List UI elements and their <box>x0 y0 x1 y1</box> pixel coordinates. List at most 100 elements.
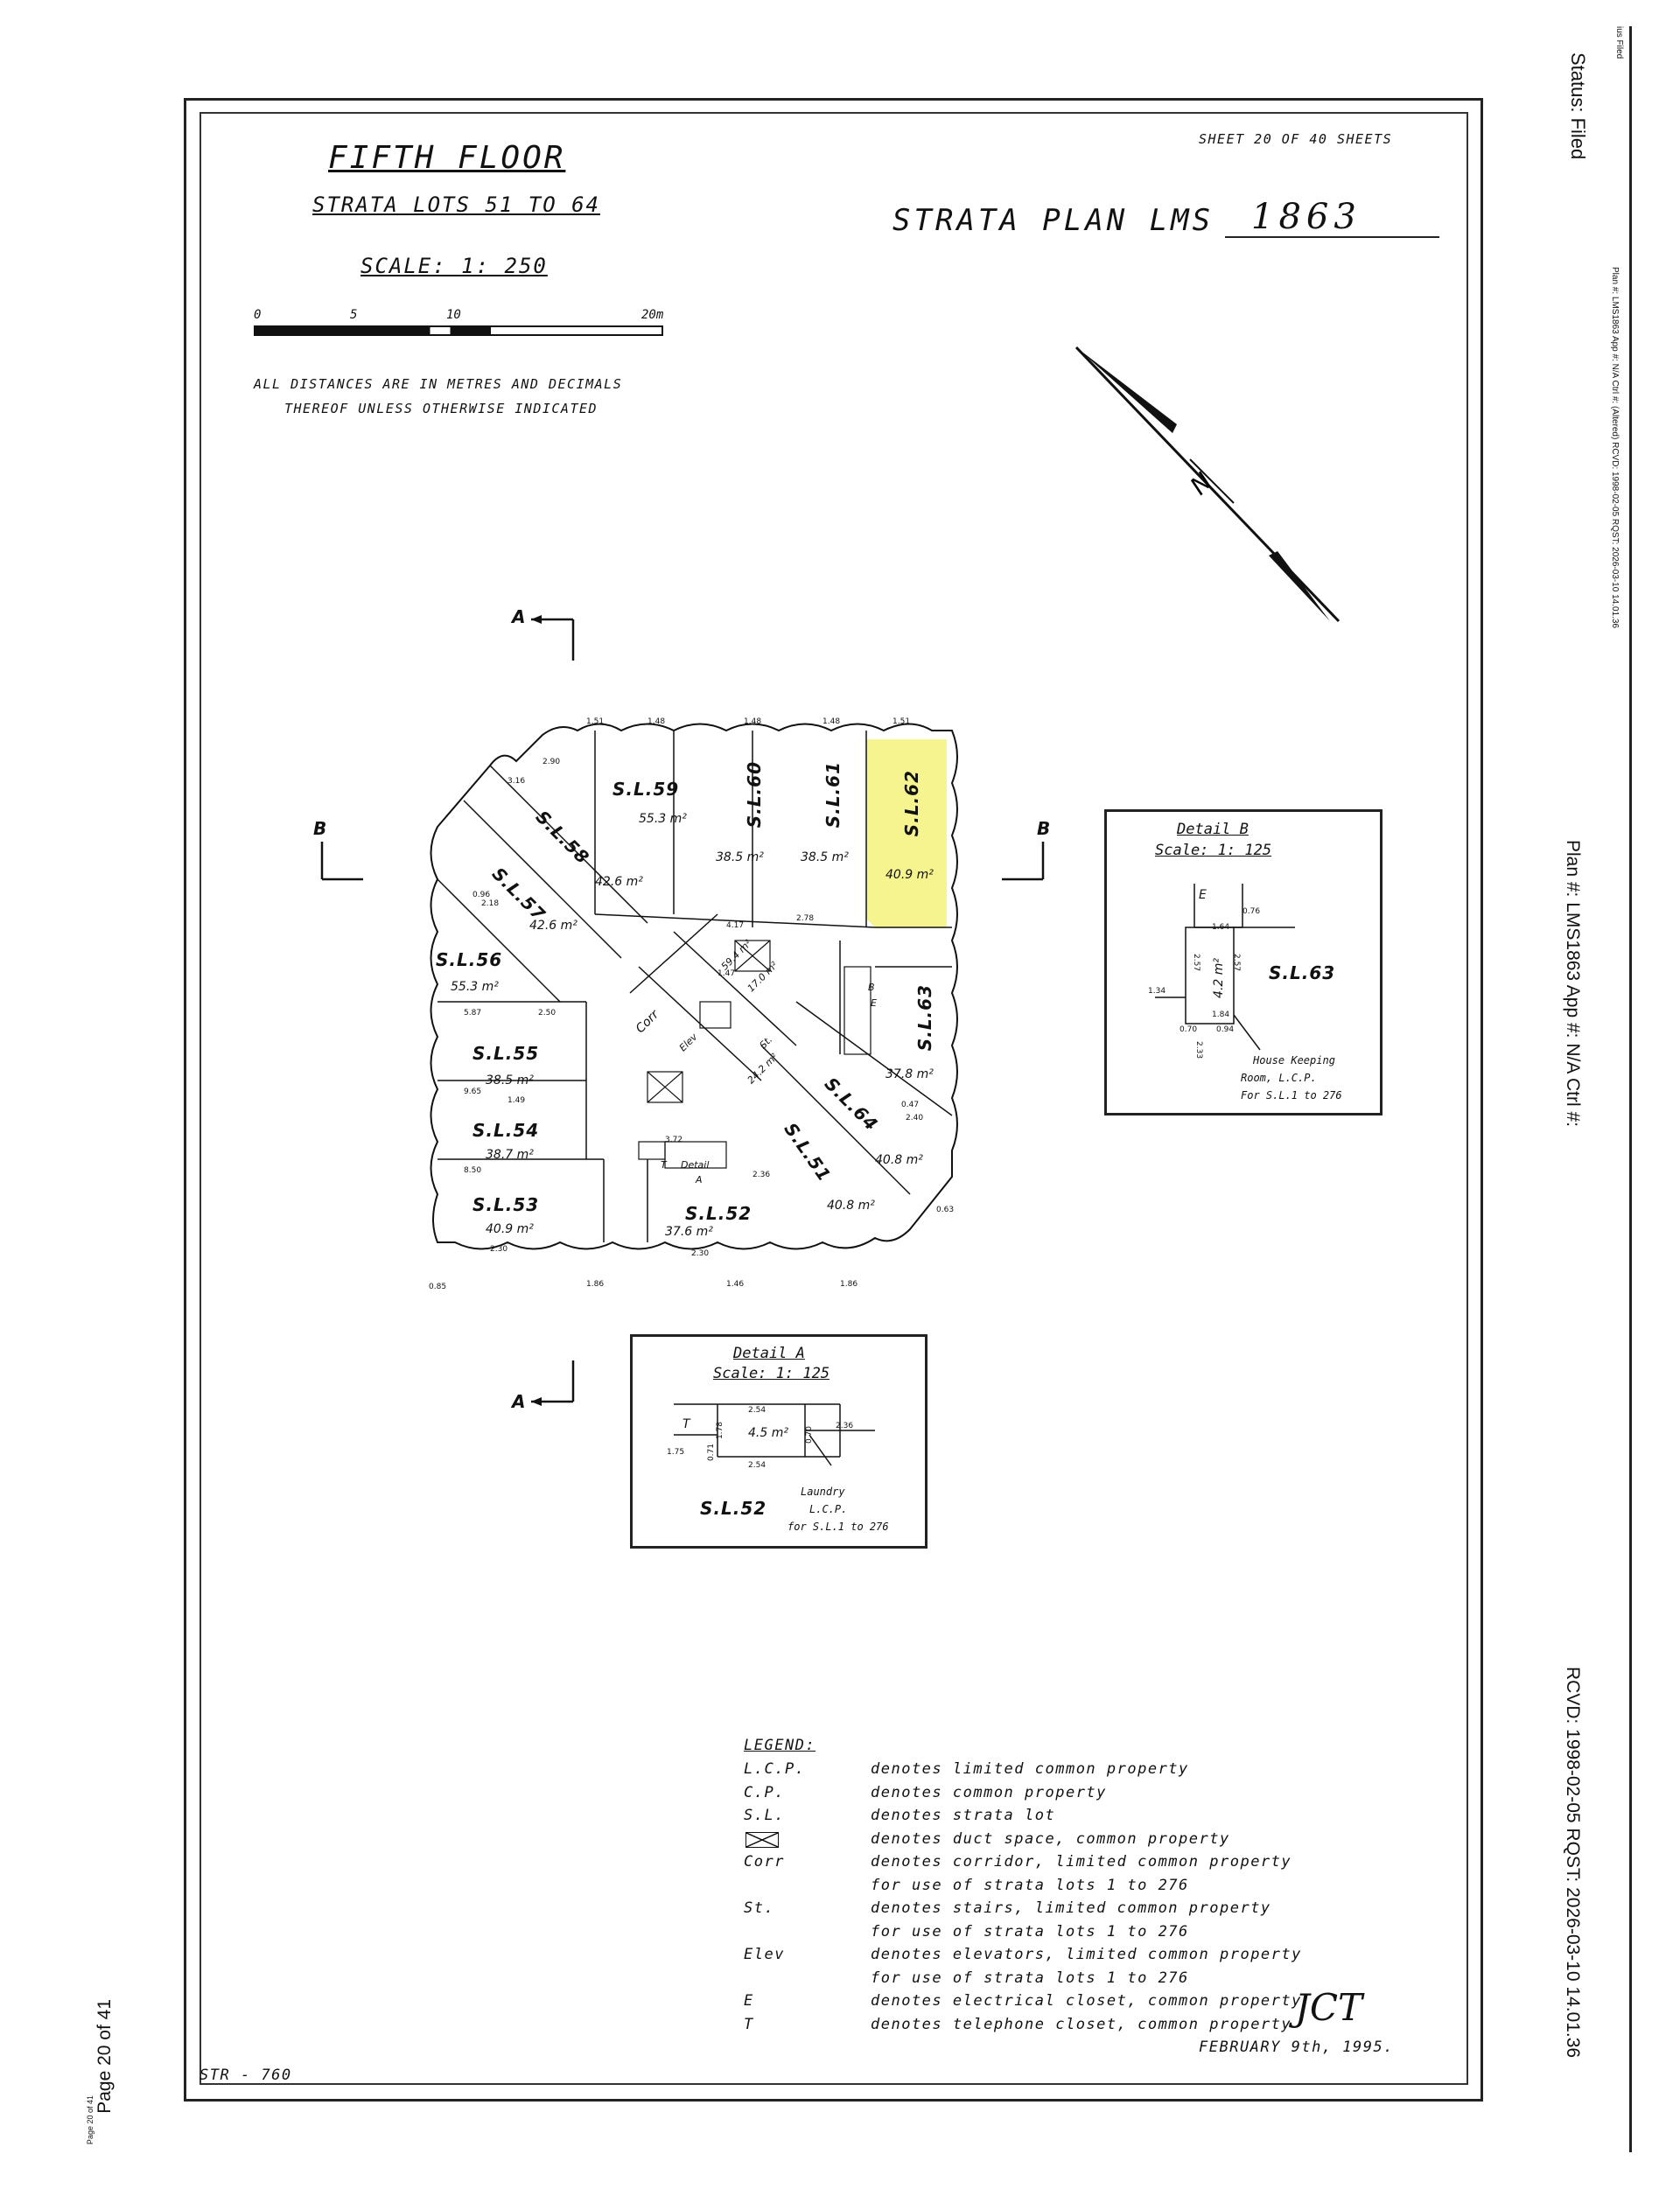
detail-b-note2: Room, L.C.P. <box>1241 1072 1317 1084</box>
lot-area-59: 55.3 m² <box>639 812 687 826</box>
right-rule <box>1629 26 1632 2152</box>
lot-label-62: S.L.62 <box>901 770 922 837</box>
svg-text:1.51: 1.51 <box>586 717 604 726</box>
legend-text: denotes limited common property <box>871 1760 1189 1778</box>
svg-text:0.85: 0.85 <box>429 1283 446 1290</box>
lot-area-64: 40.8 m² <box>875 1153 923 1167</box>
svg-text:3.72: 3.72 <box>665 1136 682 1144</box>
page-number-small: Page 20 of 41 <box>86 2095 94 2145</box>
detail-b-e: E <box>1199 888 1207 902</box>
lot-area-58: 42.6 m² <box>595 875 643 889</box>
detail-a-d3: 1.78 <box>716 1422 724 1440</box>
sl62-highlight <box>866 739 947 927</box>
legend-text: denotes telephone closet, common propert… <box>871 2015 1292 2033</box>
scale-tick-20: 20m <box>641 308 664 322</box>
legend-code: St. <box>744 1899 775 1917</box>
svg-text:N: N <box>1185 467 1218 500</box>
detail-a-title: Detail A <box>733 1345 805 1362</box>
detail-a-note1: Laundry <box>801 1486 845 1498</box>
svg-text:2.90: 2.90 <box>542 758 560 766</box>
svg-text:4.17: 4.17 <box>726 921 744 930</box>
legend-text: for use of strata lots 1 to 276 <box>871 1922 1189 1941</box>
svg-text:1.86: 1.86 <box>586 1280 604 1289</box>
legend-text: denotes electrical closet, common proper… <box>871 1992 1302 2010</box>
section-b-right-label: B <box>1037 818 1052 839</box>
svg-text:1.49: 1.49 <box>508 1096 525 1105</box>
detail-b-lot: S.L.63 <box>1269 962 1336 983</box>
detail-b-d4: 2.57 <box>1192 954 1200 972</box>
detail-b-note1: House Keeping <box>1253 1054 1335 1067</box>
detail-a-area: 4.5 m² <box>748 1426 788 1440</box>
detail-a-box <box>630 1334 928 1549</box>
legend-code: T <box>744 2015 754 2033</box>
detail-b-d2: 1.64 <box>1212 923 1230 932</box>
lot-area-63: 37.8 m² <box>886 1067 934 1081</box>
svg-text:1.46: 1.46 <box>726 1280 744 1289</box>
svg-text:0.63: 0.63 <box>936 1206 954 1214</box>
legend-text: denotes elevators, limited common proper… <box>871 1946 1302 1963</box>
detail-b-d1: 0.76 <box>1242 907 1261 916</box>
svg-text:2.50: 2.50 <box>538 1009 556 1018</box>
legend-heading: LEGEND: <box>744 1737 816 1754</box>
section-b-right-arrow-icon <box>1002 842 1045 881</box>
detail-b-d5: 2.57 <box>1232 954 1241 972</box>
distance-note-1: ALL DISTANCES ARE IN METRES AND DECIMALS <box>254 376 623 392</box>
page-number: Page 20 of 41 <box>94 1999 115 2114</box>
svg-text:2.36: 2.36 <box>752 1171 770 1179</box>
detail-b-box <box>1104 809 1382 1115</box>
detail-a-note2: L.C.P. <box>809 1503 848 1515</box>
e-closet-label: E <box>871 997 877 1009</box>
rcvd-info: RCVD: 1998-02-05 RQST: 2026-03-10 14.01.… <box>1563 1667 1583 2059</box>
lot-label-53: S.L.53 <box>472 1194 540 1215</box>
plan-number-handwritten: 1863 <box>1251 197 1362 237</box>
section-a-bottom-arrow-icon <box>531 1360 575 1406</box>
detail-ref-a: A <box>696 1174 703 1185</box>
lot-area-51: 40.8 m² <box>827 1199 875 1213</box>
lot-area-60: 38.5 m² <box>716 850 764 864</box>
legend-text: denotes strata lot <box>871 1807 1056 1824</box>
svg-text:1.47: 1.47 <box>718 969 735 978</box>
section-b-left-arrow-icon <box>320 842 363 881</box>
lot-area-52: 37.6 m² <box>665 1225 713 1239</box>
legend-code: L.C.P. <box>744 1760 806 1778</box>
svg-text:2.30: 2.30 <box>691 1249 709 1258</box>
legend-text: denotes duct space, common property <box>871 1829 1230 1848</box>
lot-area-56: 55.3 m² <box>451 980 499 994</box>
plan-frame-inner <box>200 112 1468 2085</box>
scale-bar <box>254 325 663 336</box>
lot-label-52: S.L.52 <box>685 1203 752 1224</box>
lot-label-56: S.L.56 <box>436 949 503 970</box>
detail-ref-label: Detail <box>681 1159 710 1171</box>
lot-label-61: S.L.61 <box>822 761 844 829</box>
scale-tick-5: 5 <box>350 308 358 322</box>
svg-text:2.78: 2.78 <box>796 914 814 923</box>
svg-text:2.18: 2.18 <box>481 899 499 908</box>
lot-area-53: 40.9 m² <box>486 1222 534 1236</box>
lot-area-55: 38.5 m² <box>486 1074 534 1088</box>
detail-a-d2: 2.54 <box>748 1461 766 1470</box>
legend-text: denotes common property <box>871 1783 1107 1801</box>
detail-b-area: 4.2 m² <box>1212 958 1226 998</box>
svg-text:1.48: 1.48 <box>744 717 761 726</box>
lot-area-61: 38.5 m² <box>801 850 849 864</box>
detail-a-lot: S.L.52 <box>700 1498 767 1519</box>
detail-b-d9: 2.33 <box>1194 1041 1203 1060</box>
status-label: Status: Filed <box>1567 52 1589 160</box>
plan-number-underline <box>1225 236 1439 238</box>
lot-label-63: S.L.63 <box>914 984 935 1052</box>
scale-tick-10: 10 <box>446 308 461 322</box>
signature: JCT <box>1295 1986 1362 2029</box>
plan-date: FEBRUARY 9th, 1995. <box>1199 2039 1394 2056</box>
svg-text:1.48: 1.48 <box>822 717 840 726</box>
legend-text: for use of strata lots 1 to 276 <box>871 1969 1189 1987</box>
lot-area-62: 40.9 m² <box>886 868 934 882</box>
detail-a-drawing <box>674 1403 875 1466</box>
duct-space-icon <box>746 1831 779 1848</box>
detail-b-d7: 0.70 <box>1180 1025 1198 1034</box>
building-perimeter <box>430 723 958 1250</box>
detail-a-d1: 2.54 <box>748 1406 766 1415</box>
plan-frame-outer <box>184 98 1483 2102</box>
detail-a-d7: 0.71 <box>707 1444 716 1462</box>
section-a-top-arrow-icon <box>531 615 575 661</box>
